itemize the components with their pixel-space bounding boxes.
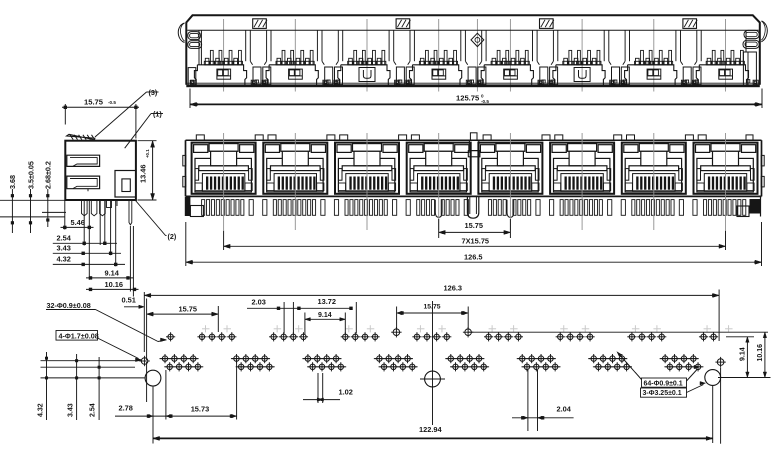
svg-text:15.75: 15.75 xyxy=(424,303,441,310)
svg-text:122.94: 122.94 xyxy=(419,425,442,434)
svg-text:15.75: 15.75 xyxy=(84,97,104,106)
svg-text:9.14: 9.14 xyxy=(105,268,120,277)
svg-text:125.75: 125.75 xyxy=(456,94,480,103)
svg-text:13.72: 13.72 xyxy=(318,297,337,306)
svg-text:126.5: 126.5 xyxy=(464,253,483,262)
svg-text:4-Φ1.7±0.08: 4-Φ1.7±0.08 xyxy=(59,331,99,340)
svg-text:0: 0 xyxy=(481,94,484,99)
svg-text:(2): (2) xyxy=(168,232,177,241)
svg-text:(3): (3) xyxy=(149,88,158,97)
svg-text:126.3: 126.3 xyxy=(444,283,463,292)
svg-text:15.75: 15.75 xyxy=(465,221,484,230)
svg-text:3.5±0.05: 3.5±0.05 xyxy=(26,161,35,189)
svg-text:+0.1: +0.1 xyxy=(145,149,150,158)
svg-text:64-Φ0.9±0.1: 64-Φ0.9±0.1 xyxy=(644,380,683,387)
svg-text:2.54: 2.54 xyxy=(90,403,97,417)
svg-text:4.32: 4.32 xyxy=(57,255,71,264)
svg-text:15.75: 15.75 xyxy=(179,304,198,313)
svg-text:3.43: 3.43 xyxy=(57,244,71,253)
svg-text:9.14: 9.14 xyxy=(318,312,332,319)
svg-text:2.03: 2.03 xyxy=(252,298,266,307)
svg-text:0.51: 0.51 xyxy=(122,295,136,304)
svg-text:4.32: 4.32 xyxy=(38,403,45,417)
svg-text:15.73: 15.73 xyxy=(191,404,210,413)
svg-text:13.46: 13.46 xyxy=(139,165,148,184)
svg-text:-0.5: -0.5 xyxy=(481,99,489,104)
svg-text:10.16: 10.16 xyxy=(105,280,124,289)
svg-text:10.16: 10.16 xyxy=(757,344,764,362)
svg-text:2.78: 2.78 xyxy=(119,404,133,413)
svg-text:-0.5: -0.5 xyxy=(108,100,116,105)
svg-text:(1): (1) xyxy=(153,110,162,119)
svg-text:3-Φ3.25±0.1: 3-Φ3.25±0.1 xyxy=(643,390,682,397)
svg-text:32-Φ0.9±0.08: 32-Φ0.9±0.08 xyxy=(47,301,91,310)
svg-text:3.43: 3.43 xyxy=(68,403,75,417)
svg-text:5.46: 5.46 xyxy=(71,218,85,227)
svg-text:3.68: 3.68 xyxy=(8,175,17,189)
svg-text:2.04: 2.04 xyxy=(557,404,572,413)
svg-text:9.14: 9.14 xyxy=(740,347,747,361)
svg-text:7X15.75: 7X15.75 xyxy=(462,237,490,246)
svg-text:1.02: 1.02 xyxy=(339,388,353,397)
svg-text:2.54: 2.54 xyxy=(57,234,72,243)
svg-text:2.68±0.2: 2.68±0.2 xyxy=(44,161,53,189)
